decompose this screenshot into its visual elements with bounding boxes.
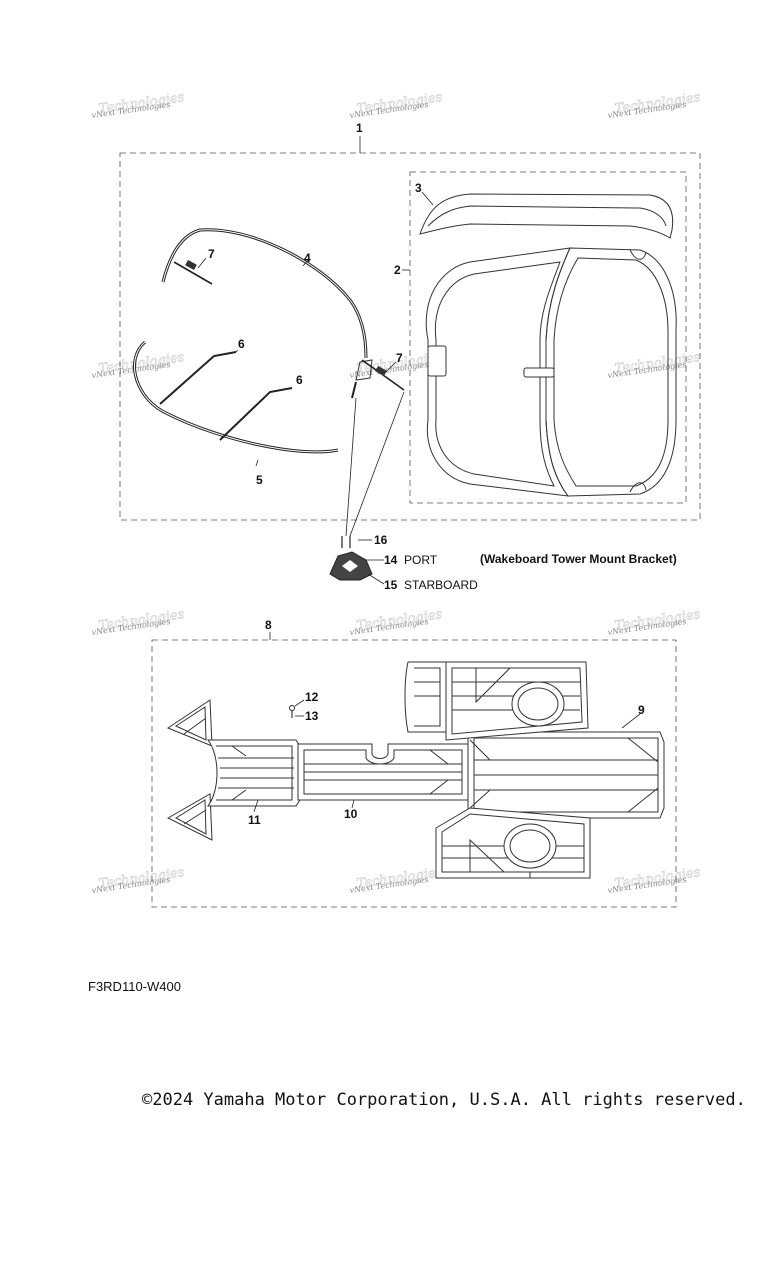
watermark: Technologies vNext Technologies (91, 607, 186, 637)
mat-assembly: 8 11 12 (151, 618, 677, 908)
callout-10: 10 (344, 807, 358, 821)
callout-16: 16 (374, 533, 388, 547)
leader-3 (421, 191, 434, 206)
watermark: Technologies vNext Technologies (607, 865, 702, 895)
mount-guide-line-a (345, 397, 357, 537)
leader-5 (255, 459, 259, 467)
leader-15 (367, 573, 385, 585)
center-mat-part (297, 743, 469, 801)
callout-11: 11 (248, 813, 261, 827)
fastener-part (289, 705, 295, 718)
leader-9 (621, 713, 641, 729)
watermark: Technologies vNext Technologies (607, 350, 702, 380)
assembly-2-boundary (409, 171, 687, 504)
callout-4: 4 (304, 251, 311, 265)
leader-12 (294, 699, 305, 707)
hinge-hardware-b-part (361, 359, 405, 391)
callout-7a: 7 (208, 247, 215, 261)
callout-2: 2 (394, 263, 401, 277)
leader-4 (302, 259, 309, 267)
frame-upper-part (161, 228, 368, 359)
leader-6a (235, 349, 239, 353)
hinge-hardware-a-part (173, 257, 213, 285)
copyright-notice: ©2024 Yamaha Motor Corporation, U.S.A. A… (142, 1090, 746, 1110)
bow-mat-upper-part (166, 699, 213, 747)
upper-side-mat-part (404, 661, 589, 741)
mount-guide-line-b (349, 391, 405, 537)
strut-b-part (219, 387, 293, 441)
watermark: Technologies vNext Technologies (607, 607, 702, 637)
callout-6a: 6 (238, 337, 245, 351)
callout-14: 14 (384, 553, 398, 567)
leader-10 (351, 799, 355, 809)
front-mat-part (207, 739, 301, 807)
callout-6b: 6 (296, 373, 303, 387)
bimini-canvas-part (425, 247, 677, 497)
callout-1: 1 (356, 121, 363, 135)
callout-5: 5 (256, 473, 263, 487)
leader-11 (253, 799, 259, 813)
starboard-label: STARBOARD (404, 578, 478, 592)
watermark: Technologies vNext Technologies (349, 865, 444, 895)
callout-8: 8 (265, 618, 272, 632)
watermark: Technologies vNext Technologies (349, 607, 444, 637)
port-label: PORT (404, 553, 438, 567)
watermark: Technologies vNext Technologies (349, 90, 444, 120)
callout-9: 9 (638, 703, 645, 717)
diagram-code: F3RD110-W400 (88, 979, 181, 994)
screw-part (341, 536, 351, 548)
callout-15: 15 (384, 578, 398, 592)
callout-3: 3 (415, 181, 422, 195)
stern-mat-part (467, 731, 665, 819)
frame-foot-part (355, 359, 373, 381)
watermark: Technologies vNext Technologies (91, 865, 186, 895)
callout-12: 12 (305, 690, 319, 704)
bow-mat-lower-part (166, 793, 213, 841)
watermark: Technologies vNext Technologies (91, 90, 186, 120)
callout-7b: 7 (396, 351, 403, 365)
boot-cover-part (419, 193, 674, 239)
assembly-8-boundary (151, 639, 677, 908)
callout-13: 13 (305, 709, 319, 723)
tower-mount-bracket-group: 16 14 PORT 15 STARBOARD (Wakeboard Tower… (329, 533, 677, 592)
bracket-note: (Wakeboard Tower Mount Bracket) (480, 552, 677, 566)
boot-cover-seam (427, 205, 667, 227)
watermark: Technologies vNext Technologies (607, 90, 702, 120)
bimini-top-assembly: 1 2 3 4 5 (119, 121, 701, 537)
strut-a-part (159, 351, 237, 405)
lower-side-mat-part (435, 807, 591, 879)
